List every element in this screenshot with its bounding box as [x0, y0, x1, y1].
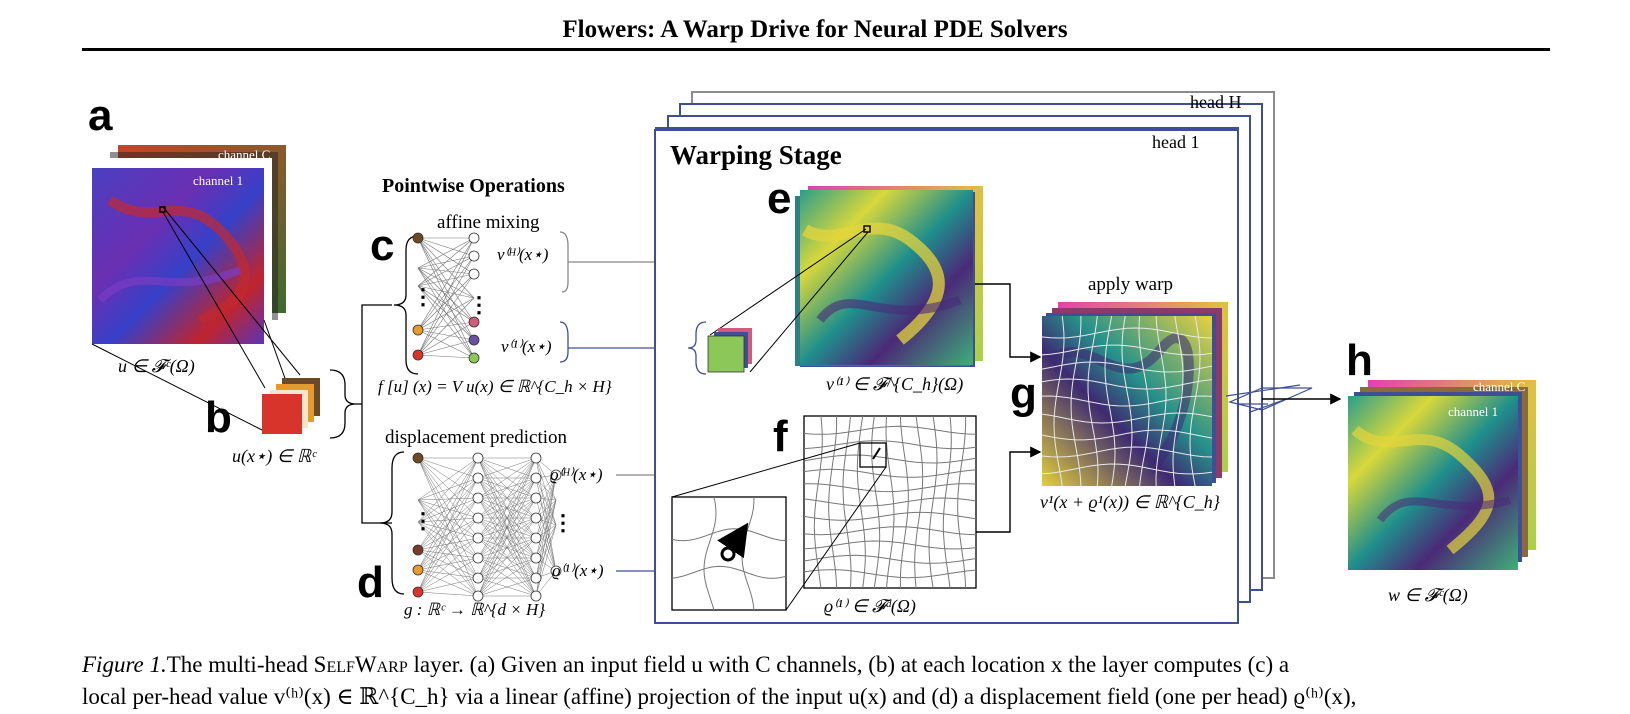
eq-f: f [u] (x) = V u(x) ∈ ℝ^{C_h × H} [378, 377, 612, 396]
page-title: Flowers: A Warp Drive for Neural PDE Sol… [562, 16, 1068, 43]
panel-a [91, 145, 301, 431]
caption-text-2: local per-head value v⁽ʰ⁾(x) ∈ ℝ^{C_h} v… [82, 684, 1357, 709]
caption-text-1a: The multi-head [166, 652, 314, 677]
eq-v1: v⁽¹⁾(x⋆) [501, 337, 552, 356]
channel-1-label: channel 1 [193, 173, 243, 188]
eq-rho-field: ϱ⁽¹⁾ ∈ 𝓕ᵈ(Ω) [824, 596, 916, 617]
panel-letter-d: d [357, 558, 384, 607]
figure-caption-line1: Figure 1.The multi-head SelfWarp layer. … [82, 648, 1552, 682]
figure-label: Figure 1. [82, 652, 167, 677]
head-1-label: head 1 [1152, 132, 1199, 152]
eq-warped: v¹(x + ϱ¹(x)) ∈ ℝ^{C_h} [1040, 492, 1221, 513]
displacement-network: ⋮⋮ [412, 452, 574, 602]
channel-c-label: channel C [218, 147, 270, 162]
eq-rho1: ϱ⁽¹⁾(x⋆) [552, 561, 604, 580]
panel-letter-a: a [88, 91, 113, 140]
panel-letter-g: g [1010, 369, 1037, 418]
eq-g: g : ℝᶜ → ℝ^{d × H} [404, 600, 545, 619]
panel-b [262, 369, 357, 439]
panel-letter-c: c [370, 221, 394, 270]
svg-text:⋮: ⋮ [412, 284, 434, 309]
svg-text:⋮: ⋮ [468, 292, 490, 317]
panel-letter-e: e [767, 174, 791, 223]
panel-h [1348, 380, 1536, 570]
eq-u-vector: u(x⋆) ∈ ℝᶜ [232, 446, 317, 467]
panel-e [687, 186, 983, 375]
apply-warp-label: apply warp [1088, 274, 1173, 295]
eq-v1-field: v⁽¹⁾ ∈ 𝓕^{C_h}(Ω) [826, 374, 963, 395]
eq-rhoH: ϱ⁽ᴴ⁾(x⋆) [550, 465, 603, 484]
layer-name: SelfWarp [313, 652, 408, 677]
title-rule [82, 48, 1550, 51]
section-warping: Warping Stage [670, 140, 842, 170]
section-pointwise: Pointwise Operations [382, 175, 565, 197]
panel-g [1041, 302, 1228, 487]
displacement-prediction-label: displacement prediction [385, 427, 568, 448]
channel-c-label-out: channel C [1473, 379, 1525, 394]
panel-f [671, 415, 977, 611]
caption-text-1b: layer. (a) Given an input field u with C… [407, 652, 1290, 677]
figure-caption-line2: local per-head value v⁽ʰ⁾(x) ∈ ℝ^{C_h} v… [82, 680, 1552, 714]
eq-vH: v⁽ᴴ⁾(x⋆) [497, 245, 549, 264]
svg-text:⋮: ⋮ [412, 508, 434, 533]
svg-text:⋮: ⋮ [552, 510, 574, 535]
channel-1-label-out: channel 1 [1448, 404, 1498, 419]
eq-w-field: w ∈ 𝓕ᶜ(Ω) [1388, 585, 1468, 606]
eq-u-field: u ∈ 𝓕ᶜ(Ω) [118, 356, 195, 377]
panel-letter-b: b [205, 393, 232, 442]
affine-mixing-label: affine mixing [437, 212, 540, 233]
panel-letter-h: h [1346, 336, 1373, 385]
affine-mixing-network: ⋮⋮ [412, 232, 490, 364]
head-H-label: head H [1190, 92, 1241, 112]
panel-letter-f: f [773, 412, 788, 461]
